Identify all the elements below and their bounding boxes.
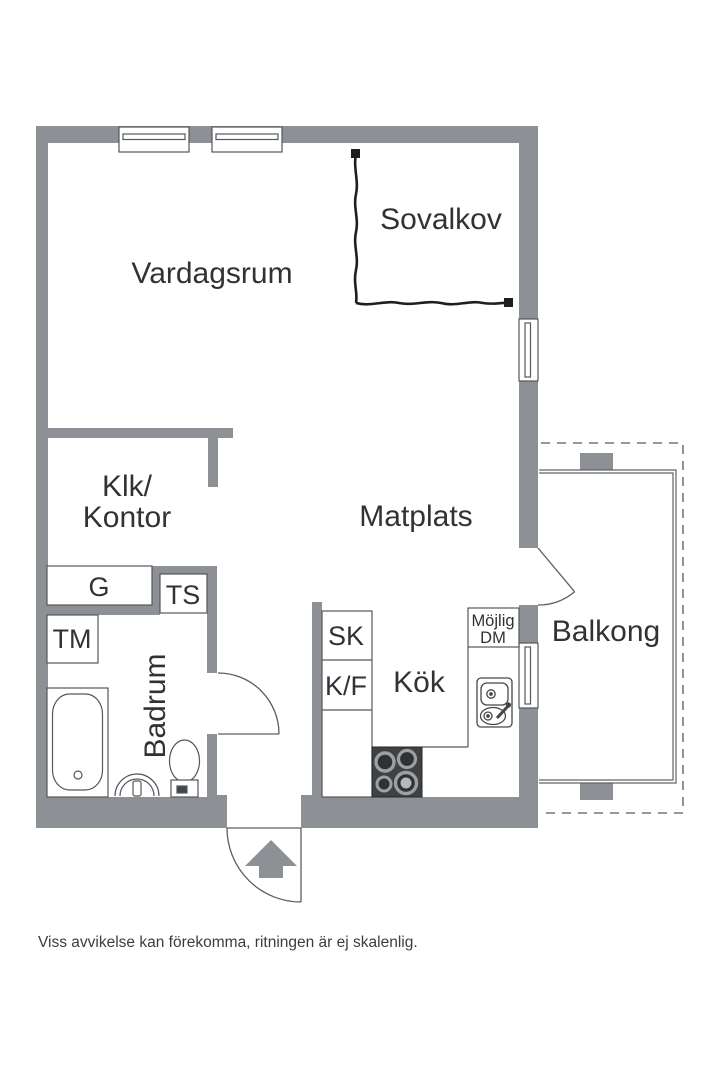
- label-bathroom: Badrum: [139, 653, 172, 758]
- label-possible-dishwasher-line1: Möjlig: [471, 612, 514, 630]
- wardrobe-box: [46, 565, 153, 606]
- alcove-curtain-vertical: [353, 152, 359, 304]
- wall-bottom-right: [301, 797, 538, 828]
- balcony-platform-inner: [539, 472, 674, 781]
- wall-right-below-balcony-door: [519, 605, 538, 643]
- disclaimer-text: Viss avvikelse kan förekomma, ritningen …: [38, 934, 418, 951]
- label-kitchen: Kök: [393, 666, 446, 699]
- doors: [217, 547, 576, 903]
- label-tall-cabinet: SK: [328, 621, 364, 651]
- alcove-curtain-end-right: [504, 298, 513, 307]
- wall-bottom-left: [36, 797, 227, 828]
- window-right-kitchen: [518, 642, 539, 709]
- washing-machine-box: [46, 614, 99, 664]
- label-fridge-freezer: K/F: [325, 671, 367, 701]
- balcony-platform-outer: [539, 469, 677, 784]
- wall-below-g: [36, 605, 160, 615]
- wall-right-upper: [519, 126, 538, 319]
- label-sleeping-alcove: Sovalkov: [380, 203, 502, 236]
- wall-ts-top: [152, 566, 217, 574]
- label-closet-office-line1: Klk/: [102, 470, 153, 503]
- wall-kitchen-left: [312, 602, 322, 797]
- wall-entry-pier-left: [208, 795, 227, 828]
- wall-klk-stub: [208, 438, 218, 487]
- kitchen-left-counter: [321, 610, 373, 798]
- stove: [371, 746, 423, 798]
- windows: [118, 126, 539, 709]
- dishwasher-box: [467, 607, 520, 648]
- wall-klk-horizontal: [47, 428, 233, 438]
- window-top-2: [211, 126, 283, 153]
- closet-boxes: [46, 565, 208, 614]
- drying-cabinet-box: [159, 573, 208, 614]
- label-possible-dishwasher-line2: DM: [480, 629, 506, 647]
- entrance-arrow-icon: [245, 840, 297, 878]
- labels: Vardagsrum Sovalkov Klk/ Kontor Matplats…: [38, 203, 660, 951]
- wall-g-ts-divider: [152, 566, 160, 605]
- label-washing-machine: TM: [53, 624, 92, 654]
- wall-left: [36, 126, 48, 828]
- alcove-curtain-end-top: [351, 149, 360, 158]
- window-top-1: [118, 126, 190, 153]
- bathroom-door: [217, 672, 280, 735]
- balcony-dashed-outline: [541, 442, 684, 814]
- label-drying-cabinet: TS: [166, 580, 201, 610]
- window-right-alcove: [518, 318, 539, 382]
- balcony-support-bottom: [580, 783, 613, 800]
- balcony-support-top: [580, 453, 613, 470]
- kitchen-units: [321, 607, 520, 798]
- wall-bathroom-right-upper: [207, 566, 217, 673]
- bathtub: [46, 687, 109, 798]
- wall-bathroom-right-lower: [207, 734, 217, 797]
- bathroom-sink: [114, 773, 160, 797]
- label-living-room: Vardagsrum: [131, 257, 292, 290]
- label-wardrobe: G: [88, 572, 109, 602]
- label-closet-office-line2: Kontor: [83, 501, 171, 534]
- balcony-door: [537, 547, 576, 606]
- kitchen-sink: [476, 677, 513, 728]
- label-dining-area: Matplats: [359, 500, 472, 533]
- walls: [36, 126, 613, 828]
- bathroom-fixtures: [46, 614, 201, 798]
- toilet: [168, 739, 201, 798]
- alcove-boundary: [351, 149, 513, 307]
- balcony: [539, 442, 684, 814]
- alcove-curtain-horizontal: [355, 300, 510, 306]
- label-balcony: Balkong: [552, 615, 660, 648]
- wall-entry-pier-right: [301, 795, 322, 828]
- wall-top: [36, 126, 538, 143]
- entrance-door: [226, 827, 302, 903]
- wall-right-mid: [519, 381, 538, 548]
